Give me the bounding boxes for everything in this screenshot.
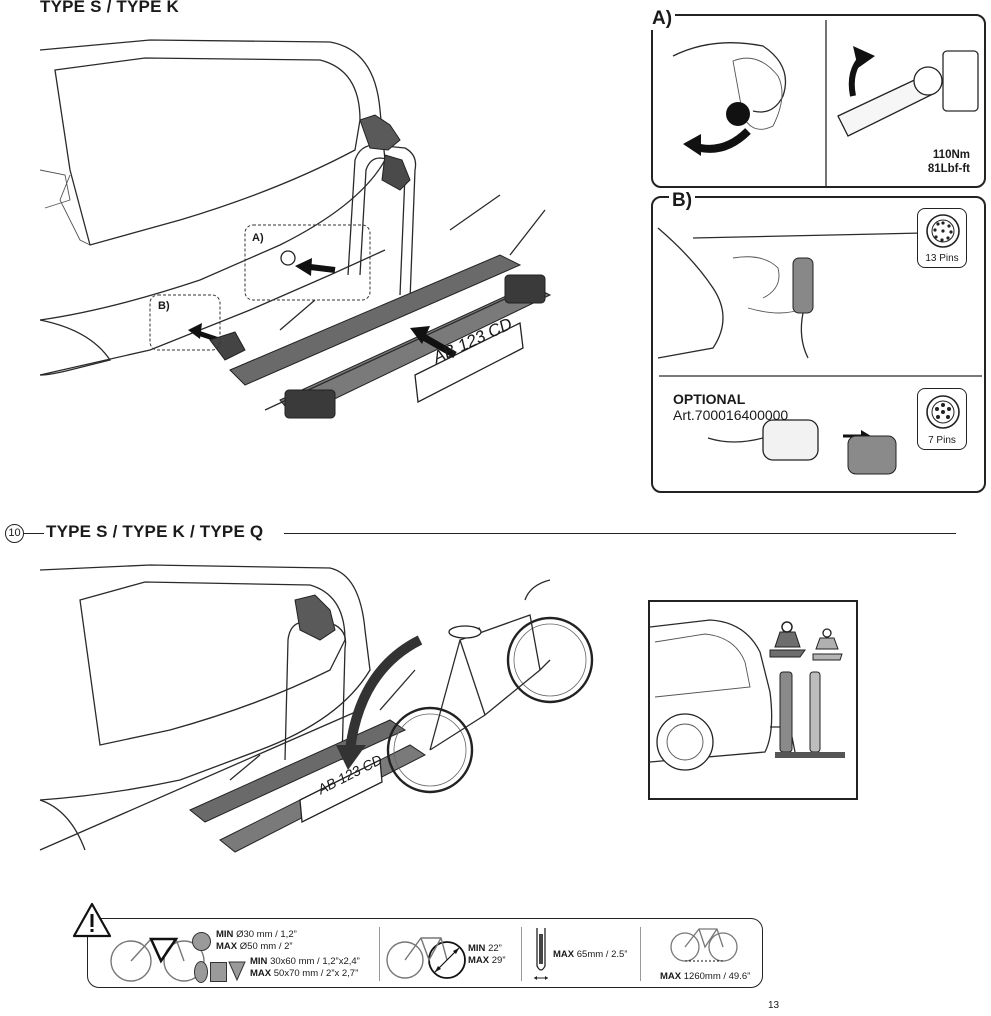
round-tube-min: Ø30 mm / 1,2” (236, 929, 297, 940)
divider (379, 927, 380, 981)
weight-distribution-drawing (649, 619, 845, 771)
round-tube-spec: MIN Ø30 mm / 1,2” MAX Ø50 mm / 2” (216, 929, 297, 953)
max-word: MAX (553, 949, 575, 960)
panel-a: A) 110Nm 81Lbf-ft (649, 8, 986, 188)
panel-a-label: A) (649, 8, 676, 30)
rack-mounting-illustration: A) B) AB 123 CD (30, 30, 590, 450)
oval-tube-icon (194, 961, 208, 983)
warning-triangle-icon (72, 902, 112, 938)
round-tube-icon (192, 932, 211, 951)
min-word: MIN (468, 943, 486, 954)
panel-b: B) 13 Pins OPTIONAL Art.700016400000 7 P… (651, 190, 986, 493)
torque-value-lbf: 81Lbf-ft (927, 163, 970, 175)
round-tube-max: Ø50 mm / 2” (239, 941, 293, 952)
13-pin-socket-icon (926, 214, 960, 248)
load-position-box (648, 600, 858, 800)
max-word: MAX (660, 971, 682, 982)
wheel-min: 22” (488, 943, 502, 954)
rect-tube-min: 30x60 mm / 1,2”x2,4” (270, 956, 360, 967)
min-word: MIN (216, 929, 234, 940)
bike-loading-illustration: AB 123 CD (30, 560, 610, 860)
pins7-label: 7 Pins (928, 435, 956, 446)
step-number: 10 (8, 527, 21, 539)
pins13-badge: 13 Pins (917, 208, 967, 268)
wheel-size-spec: MIN 22” MAX 29” (468, 943, 506, 967)
rect-tube-spec: MIN 30x60 mm / 1,2”x2,4” MAX 50x70 mm / … (250, 956, 360, 980)
pins7-badge: 7 Pins (917, 388, 967, 450)
bike-loading-drawing (39, 564, 594, 853)
divider (640, 927, 641, 981)
frame-tube-bike-icon (110, 937, 205, 982)
electrical-connection-drawing (657, 227, 982, 475)
wheel-size-bike-icon (386, 937, 466, 979)
wheelbase-max: 1260mm / 49.6” (683, 971, 751, 982)
min-word: MIN (250, 956, 268, 967)
7-pin-socket-icon (926, 395, 960, 429)
panel-b-label: B) (669, 190, 696, 212)
step-number-badge: 10 (5, 524, 24, 543)
max-word: MAX (468, 955, 490, 966)
max-word: MAX (250, 968, 272, 979)
bike-requirements-strip: MIN Ø30 mm / 1,2” MAX Ø50 mm / 2” MIN 30… (87, 918, 763, 988)
square-tube-icon (210, 962, 227, 982)
section-title-type-s-k-q: TYPE S / TYPE K / TYPE Q (46, 522, 264, 541)
section-title-type-s-k: TYPE S / TYPE K (40, 0, 180, 16)
optional-article-number: Art.700016400000 (673, 407, 789, 423)
section-10-rule-right (284, 533, 956, 534)
tyre-width-spec: MAX 65mm / 2.5” (553, 949, 627, 961)
pins13-label: 13 Pins (925, 253, 959, 264)
divider (521, 927, 522, 981)
section-10-rule-left (24, 533, 44, 534)
tyre-max: 65mm / 2.5” (576, 949, 628, 960)
max-word: MAX (216, 941, 238, 952)
rect-tube-max: 50x70 mm / 2”x 2,7” (273, 968, 359, 979)
wheel-max: 29” (491, 955, 506, 966)
wheelbase-bike-icon (670, 928, 738, 962)
triangle-tube-icon (228, 961, 246, 982)
car-rear-with-rack-drawing (39, 39, 552, 419)
tyre-width-icon (534, 928, 548, 980)
page-number: 13 (768, 1000, 780, 1011)
detail-label-b: B) (158, 300, 170, 312)
clean-and-tighten-drawing (672, 20, 979, 186)
optional-label: OPTIONAL (673, 391, 746, 407)
detail-label-a: A) (252, 232, 264, 244)
wheelbase-spec: MAX 1260mm / 49.6” (660, 971, 750, 983)
torque-value-nm: 110Nm (932, 149, 970, 161)
